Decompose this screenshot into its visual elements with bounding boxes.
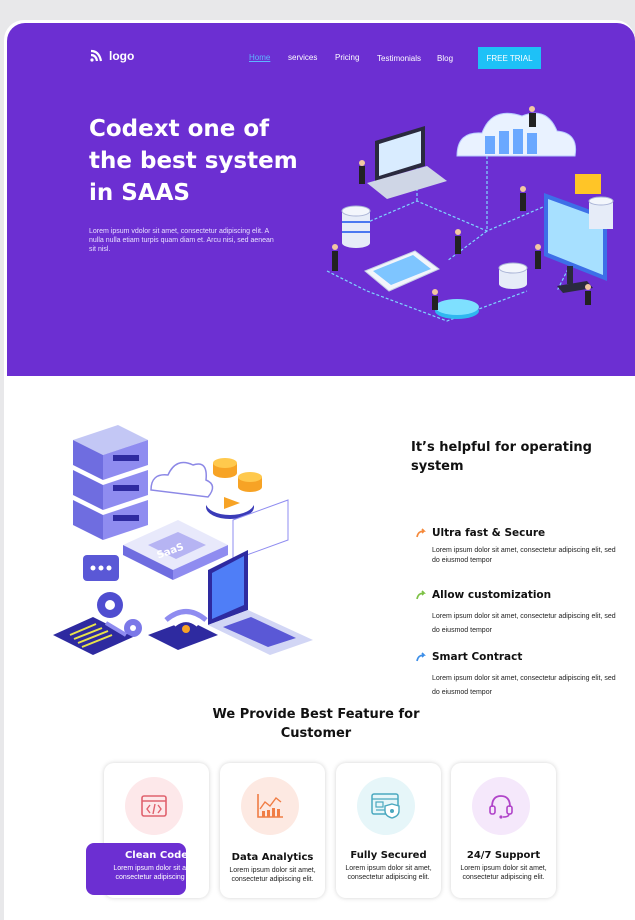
card-desc: Lorem ipsum dolor sit amet, consectetur … bbox=[460, 865, 547, 881]
provide-title: We Provide Best Feature for Customer bbox=[212, 707, 420, 741]
code-icon bbox=[125, 777, 183, 835]
feature-item: Smart Contract Lorem ipsum dolor sit ame… bbox=[416, 651, 616, 700]
free-trial-button[interactable]: FREE TRIAL bbox=[478, 47, 541, 69]
logo[interactable]: logo bbox=[89, 49, 134, 63]
arrow-icon bbox=[416, 528, 426, 538]
logo-icon bbox=[90, 49, 103, 62]
hero-title: Codext one of the best system in SAAS bbox=[89, 116, 298, 206]
logo-text: logo bbox=[109, 49, 135, 63]
arrow-icon bbox=[416, 590, 426, 600]
feature-desc: Lorem ipsum dolor sit amet, consectetur … bbox=[432, 613, 616, 634]
feature-card-clean-code[interactable]: Clean Code Lorem ipsum dolor sit amet, c… bbox=[86, 763, 209, 898]
feature-title: Ultra fast & Secure bbox=[432, 527, 546, 539]
card-title: Data Analytics bbox=[231, 852, 314, 863]
feature-desc: Lorem ipsum dolor sit amet, consectetur … bbox=[432, 547, 616, 564]
feature-card-data-analytics[interactable]: Data Analytics Lorem ipsum dolor sit ame… bbox=[220, 763, 325, 898]
feature-title: Smart Contract bbox=[432, 651, 523, 663]
nav-home[interactable]: Home bbox=[249, 53, 271, 62]
card-title: Clean Code bbox=[124, 850, 189, 861]
hero-subtitle: Lorem ipsum vdolor sit amet, consectetur… bbox=[89, 228, 274, 253]
nav-testimonials[interactable]: Testimonials bbox=[377, 54, 422, 63]
chart-icon bbox=[241, 777, 299, 835]
card-desc: Lorem ipsum dolor sit amet, consectetur … bbox=[345, 865, 432, 881]
nav-pricing[interactable]: Pricing bbox=[335, 53, 360, 62]
card-title: 24/7 Support bbox=[466, 850, 541, 861]
hero-section: logo Home services Pricing Testimonials … bbox=[7, 23, 635, 376]
nav-services[interactable]: services bbox=[288, 53, 318, 62]
feature-card-fully-secured[interactable]: Fully Secured Lorem ipsum dolor sit amet… bbox=[336, 763, 441, 898]
feature-title: Allow customization bbox=[432, 589, 552, 601]
feature-desc: Lorem ipsum dolor sit amet, consectetur … bbox=[432, 675, 616, 696]
card-title: Fully Secured bbox=[350, 850, 427, 861]
card-desc: Lorem ipsum dolor sit amet, consectetur … bbox=[113, 865, 200, 881]
feature-item: Allow customization Lorem ipsum dolor si… bbox=[416, 589, 616, 638]
features-title: It’s helpful for operating system bbox=[411, 440, 592, 474]
saas-isometric-illustration: SaaS bbox=[53, 425, 313, 655]
nav-blog[interactable]: Blog bbox=[437, 54, 454, 63]
arrow-icon bbox=[416, 652, 426, 662]
headset-icon bbox=[472, 777, 530, 835]
shield-icon bbox=[357, 777, 415, 835]
feature-card-support[interactable]: 24/7 Support Lorem ipsum dolor sit amet,… bbox=[451, 763, 556, 898]
feature-item: Ultra fast & Secure Lorem ipsum dolor si… bbox=[416, 527, 616, 566]
saas-network-illustration bbox=[326, 106, 614, 322]
card-desc: Lorem ipsum dolor sit amet, consectetur … bbox=[229, 867, 316, 883]
